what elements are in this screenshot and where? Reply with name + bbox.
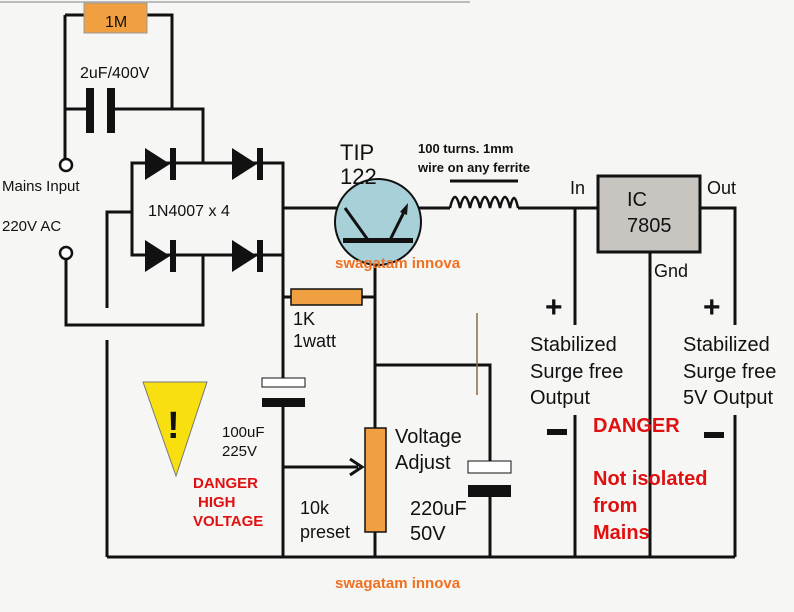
resistor-1k <box>290 288 363 306</box>
r2a-label: 1K <box>293 309 315 329</box>
capacitor-2uf <box>86 88 115 133</box>
c1-label: 2uF/400V <box>80 65 150 82</box>
minus-right <box>704 432 724 438</box>
c2a-label: 100uF <box>222 424 265 441</box>
warn1-label: DANGER <box>193 475 258 492</box>
pot-c-label: 10k <box>300 498 330 518</box>
mains1-label: Mains Input <box>2 178 80 195</box>
iso3-label: Mains <box>593 522 650 544</box>
outL3-label: Output <box>530 387 590 409</box>
inductor <box>448 179 520 209</box>
warning-sign: ! <box>142 381 208 478</box>
tip2-label: 122 <box>340 164 377 189</box>
iso2-label: from <box>593 495 637 517</box>
ic-7805 <box>596 174 702 254</box>
watermark-bottom: swagatam innova <box>335 575 461 592</box>
preset-10k <box>364 427 387 533</box>
resistor-1m <box>83 2 148 34</box>
c2b-label: 225V <box>222 443 257 460</box>
mains-terminal-2 <box>58 245 74 261</box>
plus-label: + <box>545 291 563 324</box>
wires <box>63 13 737 559</box>
pot-a-label: Voltage <box>395 426 462 448</box>
coil1-label: 100 turns. 1mm <box>418 141 513 156</box>
ic2-label: 7805 <box>627 215 672 237</box>
watermark-top: swagatam innova <box>335 255 461 272</box>
outR3-label: 5V Output <box>683 387 774 409</box>
minus-left <box>547 429 567 435</box>
capacitor-220uf <box>467 460 512 497</box>
transistor-tip122 <box>334 178 422 266</box>
warn2-label: HIGH <box>198 494 236 511</box>
outR1-label: Stabilized <box>683 334 770 356</box>
in-label: In <box>570 178 585 198</box>
gnd-label: Gnd <box>654 261 688 281</box>
out-label: Out <box>707 178 736 198</box>
plus-label: + <box>703 291 721 324</box>
pot-b-label: Adjust <box>395 452 451 474</box>
outL2-label: Surge free <box>530 361 623 383</box>
mains2-label: 220V AC <box>2 218 61 235</box>
warn3-label: VOLTAGE <box>193 513 263 530</box>
danger-label: DANGER <box>593 415 680 437</box>
mains-terminal-1 <box>58 157 74 173</box>
outR2-label: Surge free <box>683 361 776 383</box>
c3b-label: 50V <box>410 523 446 545</box>
tip1-label: TIP <box>340 140 374 165</box>
pot-d-label: preset <box>300 522 350 542</box>
r2b-label: 1watt <box>293 331 336 351</box>
ic1-label: IC <box>627 189 647 211</box>
iso1-label: Not isolated <box>593 468 707 490</box>
c3a-label: 220uF <box>410 498 467 520</box>
outL1-label: Stabilized <box>530 334 617 356</box>
bridge-diodes <box>145 148 263 272</box>
bridge-label: 1N4007 x 4 <box>148 203 230 220</box>
warn-mark-label: ! <box>167 405 180 447</box>
wiper-arrow <box>283 457 365 477</box>
r1-label: 1M <box>105 14 127 31</box>
coil2-label: wire on any ferrite <box>417 160 530 175</box>
capacitor-100uf <box>261 377 306 407</box>
